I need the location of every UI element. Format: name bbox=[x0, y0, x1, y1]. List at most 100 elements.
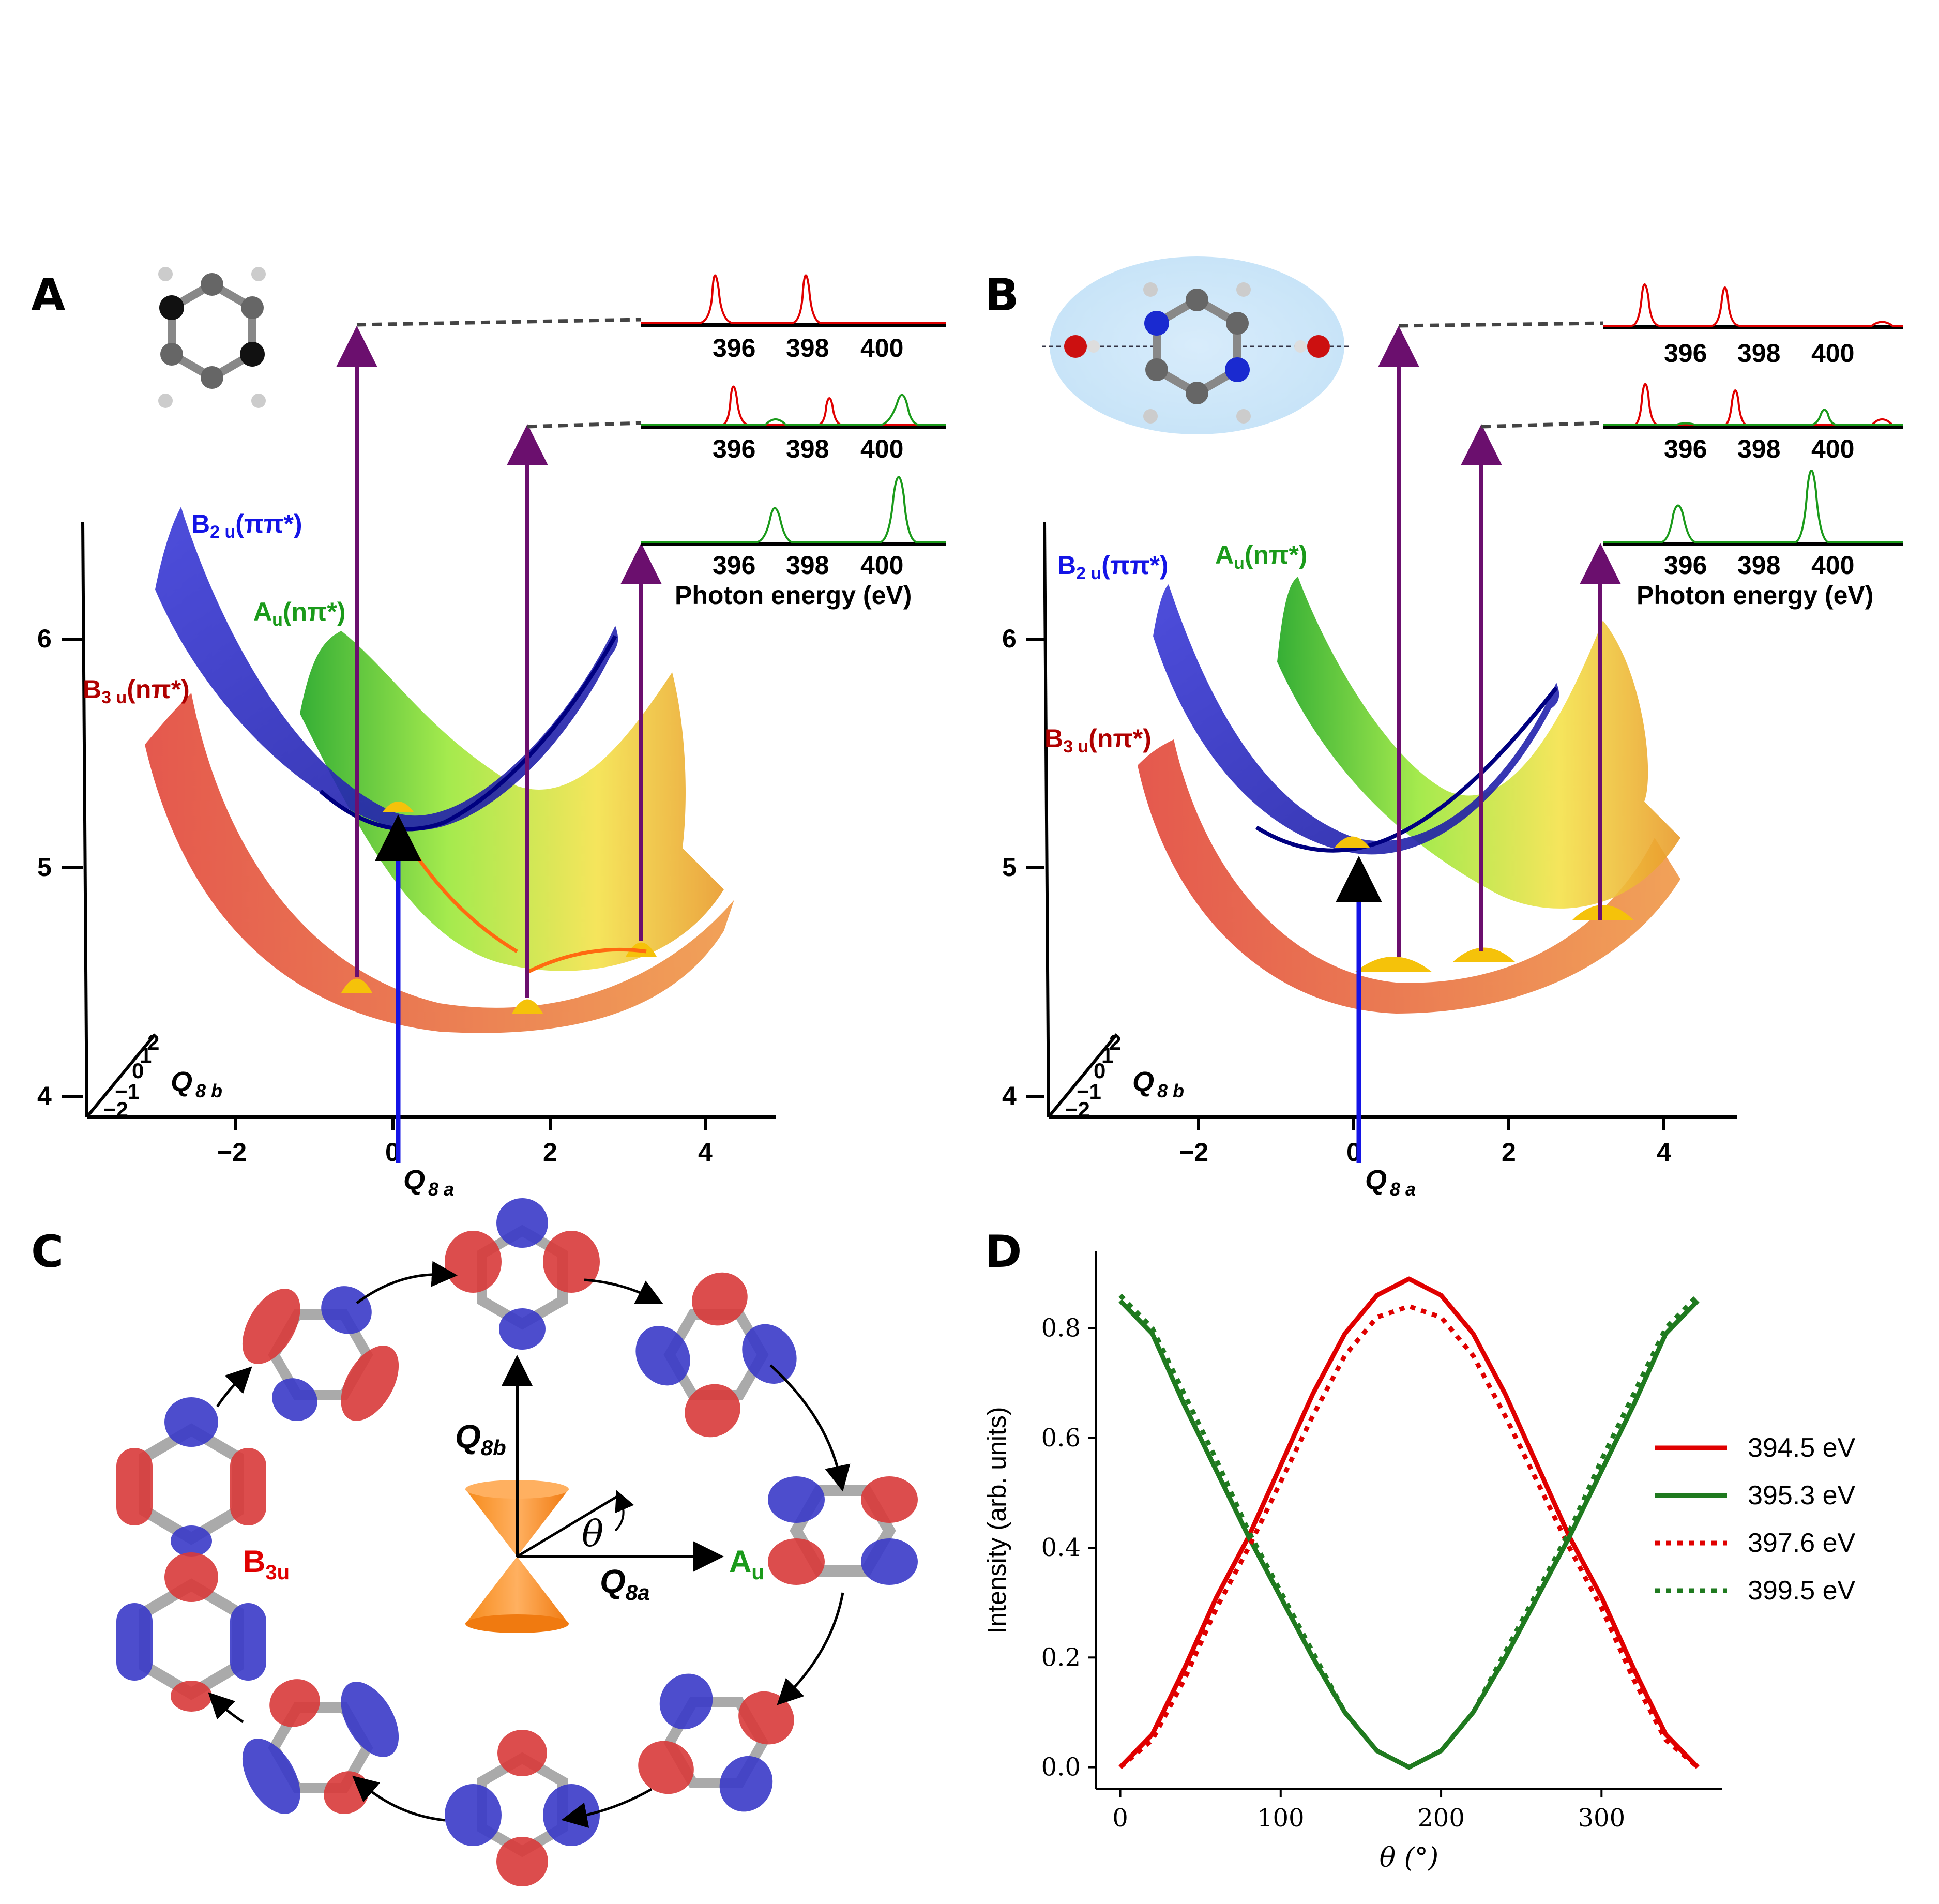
panel-b-wavepacket bbox=[1572, 905, 1634, 920]
panel-a-spectra-tick: 396 bbox=[713, 434, 755, 463]
panel-a-spectra-tick: 398 bbox=[786, 334, 829, 362]
panel-b-spectra-tick: 400 bbox=[1811, 339, 1854, 368]
panel-b-y-tick: 2 bbox=[1109, 1030, 1121, 1054]
legend-label: 394.5 eV bbox=[1748, 1433, 1855, 1463]
panel-b-3d-axes bbox=[1026, 522, 1737, 1130]
panel-c-theta-label: θ bbox=[582, 1513, 603, 1555]
panel-b-wavepacket bbox=[1334, 836, 1370, 848]
panel-a-dash-link bbox=[527, 421, 642, 429]
panel-b-y-tick: 1 bbox=[1101, 1043, 1113, 1067]
panel-a-spectra-tick: 400 bbox=[860, 434, 903, 463]
panel-a-au-label: Au(nπ*) bbox=[253, 597, 345, 630]
series-line-399-5-ev bbox=[1118, 1293, 1700, 1770]
orbital-molecule bbox=[445, 1198, 600, 1350]
panel-b: B bbox=[985, 256, 1903, 1200]
y-tick-label: 0.6 bbox=[1041, 1424, 1081, 1453]
panel-b-au-label: Au(nπ*) bbox=[1215, 540, 1307, 573]
panel-a-wavepacket bbox=[383, 802, 414, 812]
panel-a-z-tick: 5 bbox=[37, 853, 52, 882]
orbital-au-molecule bbox=[768, 1476, 918, 1585]
panel-b-dash-link bbox=[1481, 421, 1603, 429]
panel-a-y-tick: 1 bbox=[140, 1043, 152, 1067]
panel-b-letter: B bbox=[985, 269, 1019, 321]
panel-b-spectra-tick: 398 bbox=[1737, 339, 1780, 368]
panel-a-spectra-tick: 400 bbox=[860, 551, 903, 580]
panel-b-x-tick: 4 bbox=[1657, 1138, 1671, 1167]
panel-b-dash-link bbox=[1398, 321, 1603, 328]
pyrazine-molecule-icon bbox=[158, 267, 266, 408]
panel-c-letter: C bbox=[31, 1226, 64, 1278]
orbital-b3u-molecule-inverted bbox=[116, 1552, 266, 1712]
panel-a-spectra-tick: 396 bbox=[713, 551, 755, 580]
panel-a-b2u-surface bbox=[155, 507, 618, 830]
y-tick-label: 0.4 bbox=[1041, 1533, 1081, 1562]
orbital-molecule bbox=[242, 1286, 399, 1421]
panel-a-b3u-surface bbox=[145, 693, 734, 1033]
panel-a-y-tick: −1 bbox=[115, 1079, 140, 1104]
panel-a-au-surface bbox=[300, 631, 724, 971]
orbital-molecule bbox=[445, 1730, 600, 1886]
panel-b-spectra: 396 398 400 396 398 400 396 398 400 Phot… bbox=[1603, 283, 1903, 610]
panel-a-spectra-tick: 398 bbox=[786, 551, 829, 580]
panel-b-spectra-tick: 396 bbox=[1664, 551, 1707, 580]
panel-b-z-tick: 4 bbox=[1002, 1081, 1017, 1110]
legend-label: 397.6 eV bbox=[1748, 1528, 1855, 1558]
panel-a-3d-axes bbox=[62, 522, 776, 1130]
pyrazine-water-complex-icon bbox=[1042, 256, 1352, 434]
panel-a-spectra: 396 398 400 396 398 400 396 398 400 Phot… bbox=[641, 274, 946, 610]
panel-c-q8b-label: Q8b bbox=[455, 1418, 506, 1460]
panel-b-wavepacket bbox=[1355, 957, 1432, 972]
panel-b-au-surface bbox=[1277, 577, 1680, 909]
panel-c-au-label: Au bbox=[729, 1544, 764, 1584]
conical-intersection-icon bbox=[465, 1355, 724, 1633]
panel-c-b3u-label: B3u bbox=[243, 1544, 290, 1584]
panel-b-spectra-tick: 398 bbox=[1737, 434, 1780, 463]
x-axis-label: θ (°) bbox=[1380, 1842, 1438, 1873]
panel-c-q8a-label: Q8a bbox=[600, 1563, 650, 1605]
y-tick-label: 0.2 bbox=[1041, 1643, 1081, 1672]
panel-a-b2u-label: B2 u(ππ*) bbox=[191, 509, 302, 542]
x-tick-label: 300 bbox=[1578, 1804, 1625, 1833]
panel-a-b3u-label: B3 u(nπ*) bbox=[83, 675, 190, 707]
panel-b-b3u-label: B3 u(nπ*) bbox=[1044, 724, 1152, 757]
panel-b-wavepacket bbox=[1453, 947, 1515, 962]
panel-b-z-tick: 5 bbox=[1002, 853, 1017, 882]
legend-label: 399.5 eV bbox=[1748, 1576, 1855, 1606]
panel-b-b2u-label: B2 u(ππ*) bbox=[1057, 551, 1169, 583]
panel-c: C bbox=[31, 1198, 918, 1886]
panel-b-x-tick: 2 bbox=[1502, 1138, 1516, 1167]
y-tick-label: 0.0 bbox=[1041, 1753, 1081, 1782]
panel-a-spectra-xlabel: Photon energy (eV) bbox=[675, 581, 912, 610]
panel-a-x-tick: −2 bbox=[217, 1138, 247, 1167]
panel-a-dash-link bbox=[356, 318, 642, 327]
panel-b-y-tick: −2 bbox=[1065, 1097, 1090, 1122]
series-line-394-5-ev bbox=[1118, 1276, 1700, 1769]
panel-a-y-tick: 0 bbox=[132, 1059, 144, 1083]
y-axis-label: Intensity (arb. units) bbox=[982, 1407, 1011, 1634]
panel-b-spectra-tick: 400 bbox=[1811, 551, 1854, 580]
panel-b-spectra-tick: 398 bbox=[1737, 551, 1780, 580]
panel-b-b2u-surface bbox=[1153, 584, 1559, 855]
panel-a: A 6 5 4 −2 0 2 bbox=[31, 267, 946, 1200]
panel-a-x-tick: 2 bbox=[543, 1138, 557, 1167]
panel-a-wavepacket bbox=[341, 978, 372, 993]
orbital-b3u-molecule bbox=[116, 1397, 266, 1557]
panel-a-spectra-tick: 400 bbox=[860, 334, 903, 362]
panel-b-y-tick: 0 bbox=[1094, 1059, 1105, 1083]
legend-label: 395.3 eV bbox=[1748, 1480, 1855, 1510]
rotation-cycle-arrows bbox=[208, 1261, 851, 1828]
panel-a-y-tick: 2 bbox=[147, 1030, 159, 1054]
orbital-molecule bbox=[638, 1673, 794, 1812]
series-line-397-6-ev bbox=[1118, 1304, 1700, 1769]
panel-a-wavepacket bbox=[512, 999, 543, 1014]
panel-a-b2u-rim bbox=[319, 635, 617, 832]
panel-d-letter: D bbox=[985, 1226, 1022, 1278]
panel-a-x-tick: 4 bbox=[698, 1138, 713, 1167]
panel-b-spectra-tick: 396 bbox=[1664, 339, 1707, 368]
x-tick-label: 200 bbox=[1417, 1804, 1465, 1833]
panel-b-y-tick: −1 bbox=[1077, 1079, 1101, 1104]
